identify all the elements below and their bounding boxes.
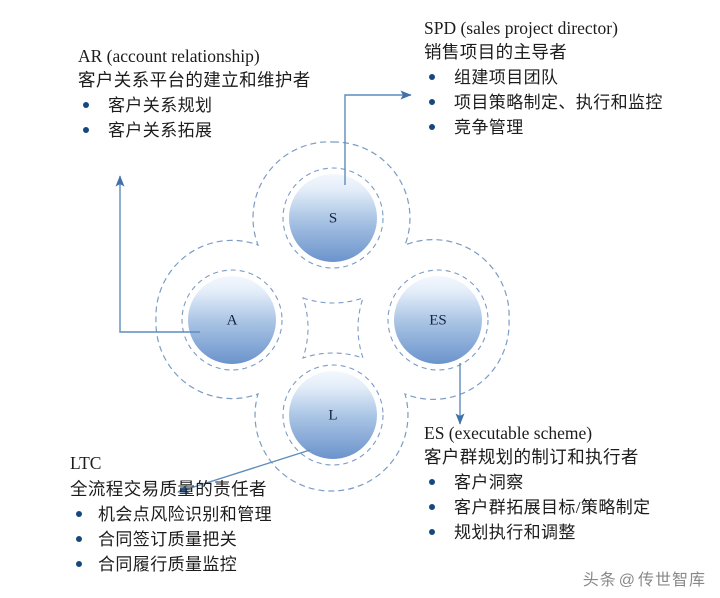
list-item: 客户洞察 [424,470,651,495]
bullet-dot-icon [76,561,82,567]
sphere-S-label: S [329,210,337,226]
sphere-L-label: L [328,407,337,423]
list-item: 机会点风险识别和管理 [70,502,272,527]
list-item: 合同签订质量把关 [70,527,272,552]
bullet-dot-icon [83,102,89,108]
watermark-account: 传世智库 [637,572,706,589]
spd-heading-cn: 销售项目的主导者 [424,42,568,62]
sphere-A-label: A [227,312,238,328]
bullet-dot-icon [429,99,435,105]
bullet-dot-icon [429,529,435,535]
list-item: 客户群拓展目标/策略制定 [424,495,651,520]
watermark: 头条@传世智库 [583,566,706,590]
spd-heading-en: SPD (sales project director) [424,18,618,38]
spd-bullet-text: 组建项目团队 [454,68,559,87]
ltc-bullet-text: 合同签订质量把关 [98,530,238,549]
role-block-ar: AR (account relationship) 客户关系平台的建立和维护者 … [78,45,311,143]
ltc-bullet-list: 机会点风险识别和管理 合同签订质量把关 合同履行质量监控 [70,502,272,577]
spd-bullet-text: 项目策略制定、执行和监控 [454,93,663,112]
sphere-A[interactable]: A [188,276,276,364]
ar-bullet-list: 客户关系规划 客户关系拓展 [78,93,311,143]
ltc-bullet-text: 合同履行质量监控 [98,555,238,574]
ar-bullet-text: 客户关系规划 [108,96,213,115]
role-block-ltc: LTC 全流程交易质量的责任者 机会点风险识别和管理 合同签订质量把关 合同履行… [70,452,272,577]
es-bullet-text: 客户洞察 [454,473,524,492]
bullet-dot-icon [429,504,435,510]
bullet-dot-icon [429,479,435,485]
bullet-dot-icon [76,511,82,517]
ltc-heading-en: LTC [70,453,102,473]
connector-ar-arrow [115,175,200,333]
ltc-heading-cn: 全流程交易质量的责任者 [70,479,267,499]
bullet-dot-icon [429,124,435,130]
ar-bullet-text: 客户关系拓展 [108,121,213,140]
watermark-platform: 头条 [582,572,617,589]
list-item: 规划执行和调整 [424,520,651,545]
ar-heading-en: AR (account relationship) [78,46,260,66]
list-item: 项目策略制定、执行和监控 [424,90,663,115]
list-item: 客户关系规划 [78,93,311,118]
watermark-at-symbol: @ [618,572,636,589]
connector-spd-arrow [344,90,412,185]
es-bullet-text: 规划执行和调整 [454,523,576,542]
ar-heading-cn: 客户关系平台的建立和维护者 [78,70,311,90]
ltc-bullet-text: 机会点风险识别和管理 [98,505,272,524]
es-heading-en: ES (executable scheme) [424,423,593,443]
clover-outer-outline [155,141,510,492]
sphere-ES-label: ES [429,312,447,328]
sphere-ring-outlines [181,167,489,466]
list-item: 竞争管理 [424,115,663,140]
sphere-L[interactable]: L [289,371,377,459]
spd-bullet-list: 组建项目团队 项目策略制定、执行和监控 竞争管理 [424,65,663,140]
role-block-spd: SPD (sales project director) 销售项目的主导者 组建… [424,17,663,140]
connector-ltc-arrow [177,449,311,494]
list-item: 组建项目团队 [424,65,663,90]
list-item: 合同履行质量监控 [70,552,272,577]
bullet-dot-icon [76,536,82,542]
list-item: 客户关系拓展 [78,118,311,143]
bullet-dot-icon [429,74,435,80]
sphere-S[interactable]: S [289,174,377,262]
es-bullet-list: 客户洞察 客户群拓展目标/策略制定 规划执行和调整 [424,470,651,545]
role-block-es: ES (executable scheme) 客户群规划的制订和执行者 客户洞察… [424,422,651,545]
spd-bullet-text: 竞争管理 [454,118,524,137]
center-concave-square [302,297,364,359]
bullet-dot-icon [83,127,89,133]
sphere-ES[interactable]: ES [394,276,482,364]
es-heading-cn: 客户群规划的制订和执行者 [424,447,639,467]
es-bullet-text: 客户群拓展目标/策略制定 [454,498,651,517]
